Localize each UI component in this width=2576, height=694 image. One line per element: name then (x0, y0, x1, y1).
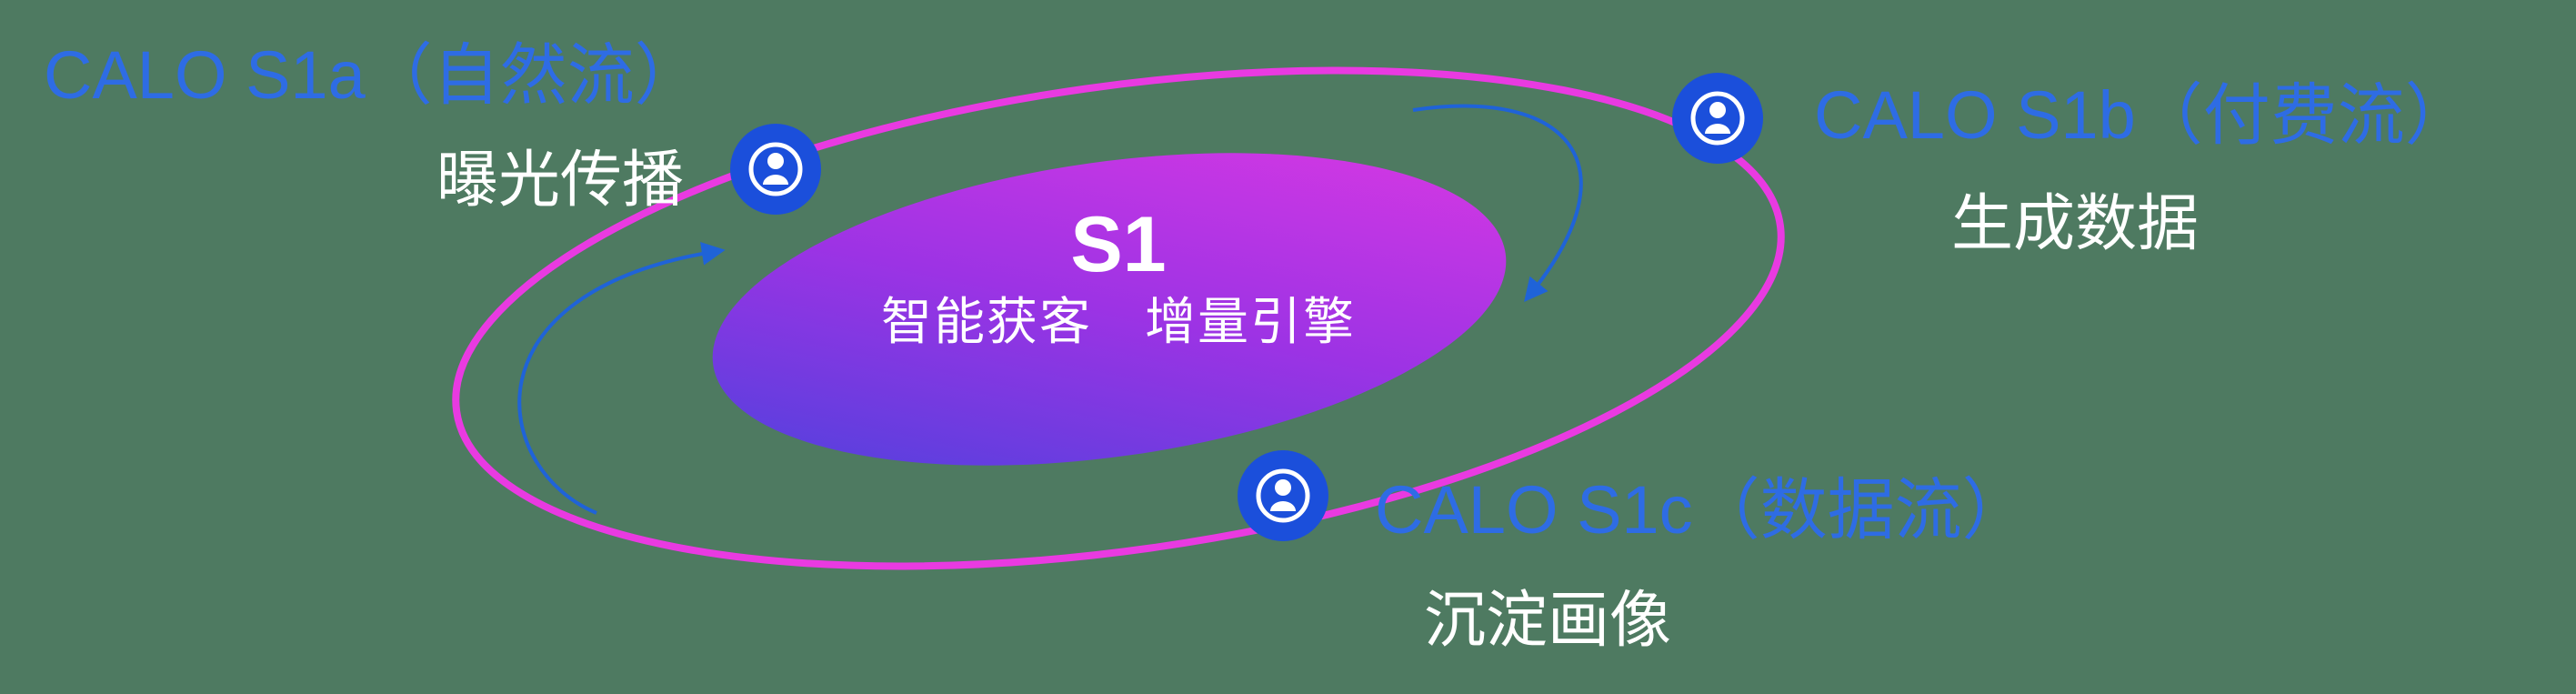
core-label-group: S1 智能获客 增量引擎 (846, 206, 1391, 347)
node-s1b-label: CALO S1b（付费流） (1814, 77, 2472, 153)
user-circle-icon (1672, 73, 1763, 164)
node-s1c-sublabel: 沉淀画像 (1424, 586, 1672, 655)
node-s1a-label: CALO S1a（自然流） (44, 37, 702, 113)
core-title: S1 (1070, 201, 1167, 288)
node-s1c-label: CALO S1c（数据流） (1375, 472, 2030, 548)
flow-arrow-right (1412, 104, 1583, 303)
core-ellipse (712, 153, 1507, 466)
flow-arrow-left (517, 241, 726, 515)
node-s1a-sublabel: 曝光传播 (436, 146, 685, 215)
core-subtitle: 智能获客 增量引擎 (881, 293, 1356, 350)
node-s1b-sublabel: 生成数据 (1951, 189, 2200, 258)
user-circle-icon (730, 124, 821, 215)
orbit-ring (452, 66, 1785, 570)
user-circle-icon (1238, 450, 1328, 541)
